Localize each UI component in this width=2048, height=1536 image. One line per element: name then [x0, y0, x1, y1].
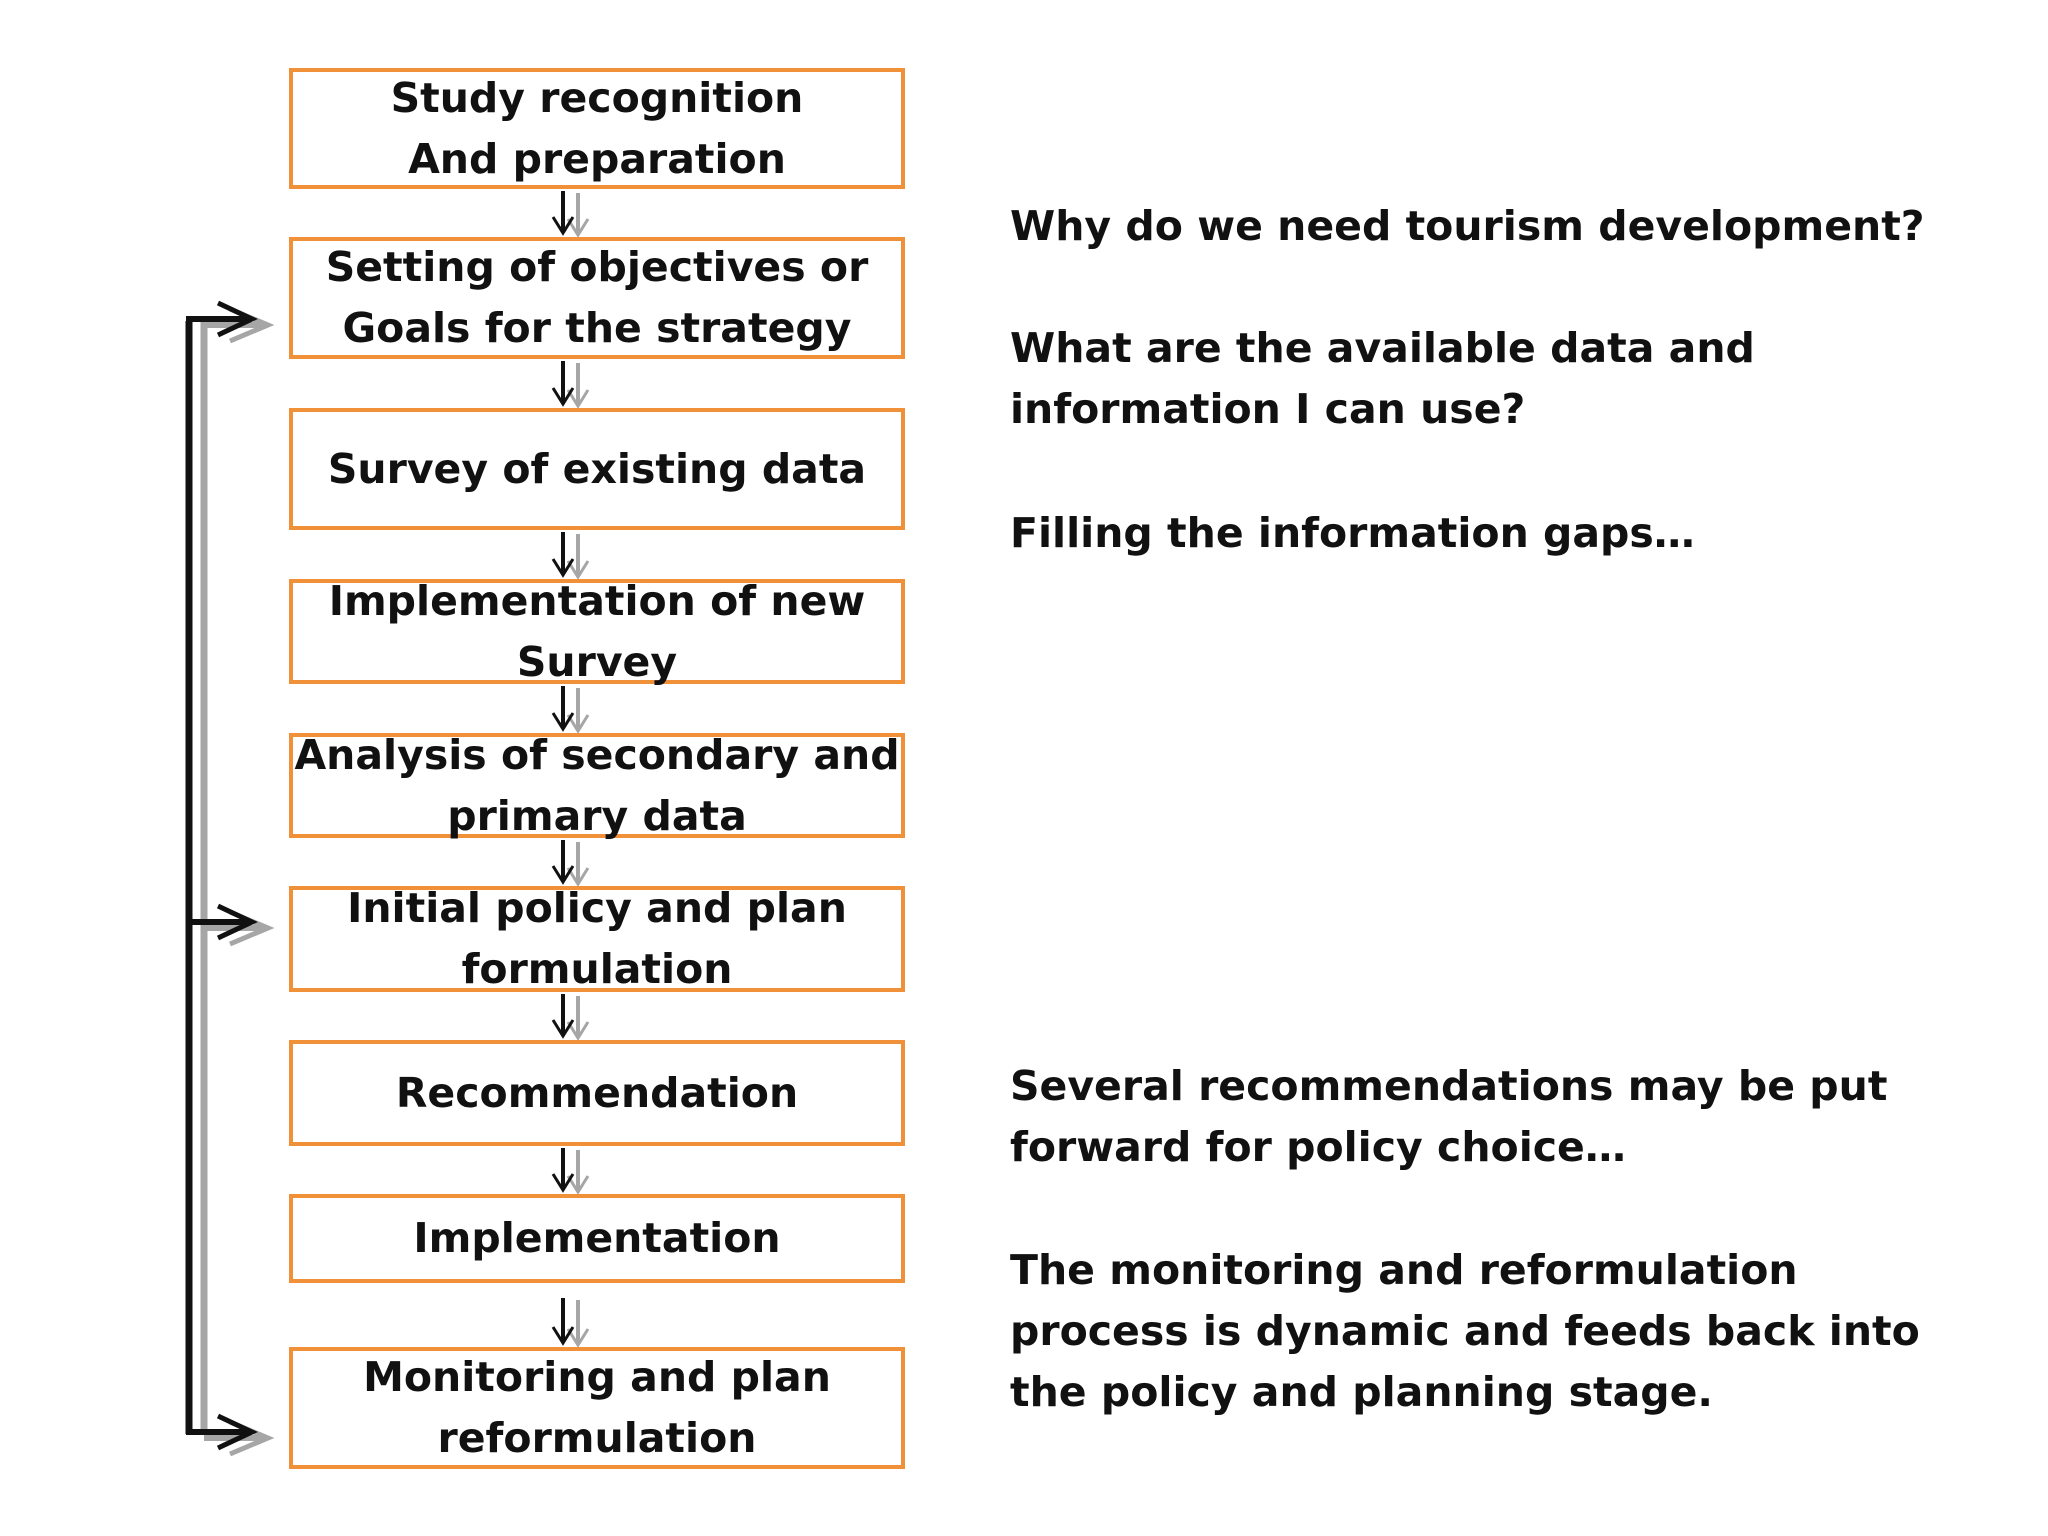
- down-arrow-shadow-head: [566, 1175, 590, 1195]
- down-arrow-head: [551, 865, 575, 885]
- note-gaps: Filling the information gaps…: [1010, 509, 1695, 557]
- down-arrow-head: [551, 1326, 575, 1346]
- flow-step-study-recognition: Study recognition And preparation: [289, 68, 905, 189]
- flow-step-implementation-new-survey: Implementation of new Survey: [289, 577, 905, 686]
- flow-step-implementation: Implementation: [289, 1194, 905, 1283]
- flow-step-label: Initial policy and plan formulation: [347, 884, 847, 993]
- flow-step-label: Recommendation: [395, 1068, 799, 1117]
- down-arrow-head: [551, 1173, 575, 1193]
- note-why-need: Why do we need tourism development?: [1010, 202, 1925, 250]
- flow-step-label: Implementation of new Survey: [328, 576, 866, 686]
- feedback-arrow-head: [216, 1413, 258, 1451]
- down-arrow-shadow-head: [566, 560, 590, 580]
- flow-step-analysis-data: Analysis of secondary and primary data: [289, 731, 905, 840]
- down-arrow-head: [551, 1019, 575, 1039]
- flow-step-label: Implementation: [413, 1214, 781, 1262]
- feedback-arrow-head: [216, 903, 258, 941]
- note-monitoring: The monitoring and reformulation process…: [1010, 1246, 1920, 1416]
- flow-step-label: Survey of existing data: [327, 444, 867, 493]
- down-arrow-head: [551, 387, 575, 407]
- down-arrow-shadow-head: [566, 1328, 590, 1348]
- down-arrow-head: [551, 712, 575, 732]
- flow-step-label: Study recognition And preparation: [390, 73, 804, 183]
- flow-step-monitoring: Monitoring and plan reformulation: [289, 1347, 905, 1469]
- down-arrow-shadow-head: [566, 714, 590, 734]
- down-arrow-head: [551, 216, 575, 236]
- note-recommendations: Several recommendations may be put forwa…: [1010, 1062, 1888, 1171]
- flow-step-setting-objectives: Setting of objectives or Goals for the s…: [289, 237, 905, 359]
- feedback-arrow-head: [216, 300, 258, 338]
- flow-step-recommendation: Recommendation: [289, 1040, 905, 1146]
- note-available-data: What are the available data and informat…: [1010, 324, 1755, 433]
- down-arrow-shadow-head: [566, 218, 590, 238]
- flow-step-label: Setting of objectives or Goals for the s…: [325, 243, 869, 352]
- flow-step-survey-existing-data: Survey of existing data: [289, 408, 905, 530]
- down-arrow-head: [551, 558, 575, 578]
- down-arrow-shadow-head: [566, 1021, 590, 1041]
- down-arrow-shadow-head: [566, 867, 590, 887]
- down-arrow-shadow-head: [566, 389, 590, 409]
- flow-step-initial-policy: Initial policy and plan formulation: [289, 884, 905, 993]
- flow-step-label: Monitoring and plan reformulation: [363, 1353, 831, 1462]
- flow-step-label: Analysis of secondary and primary data: [294, 730, 900, 840]
